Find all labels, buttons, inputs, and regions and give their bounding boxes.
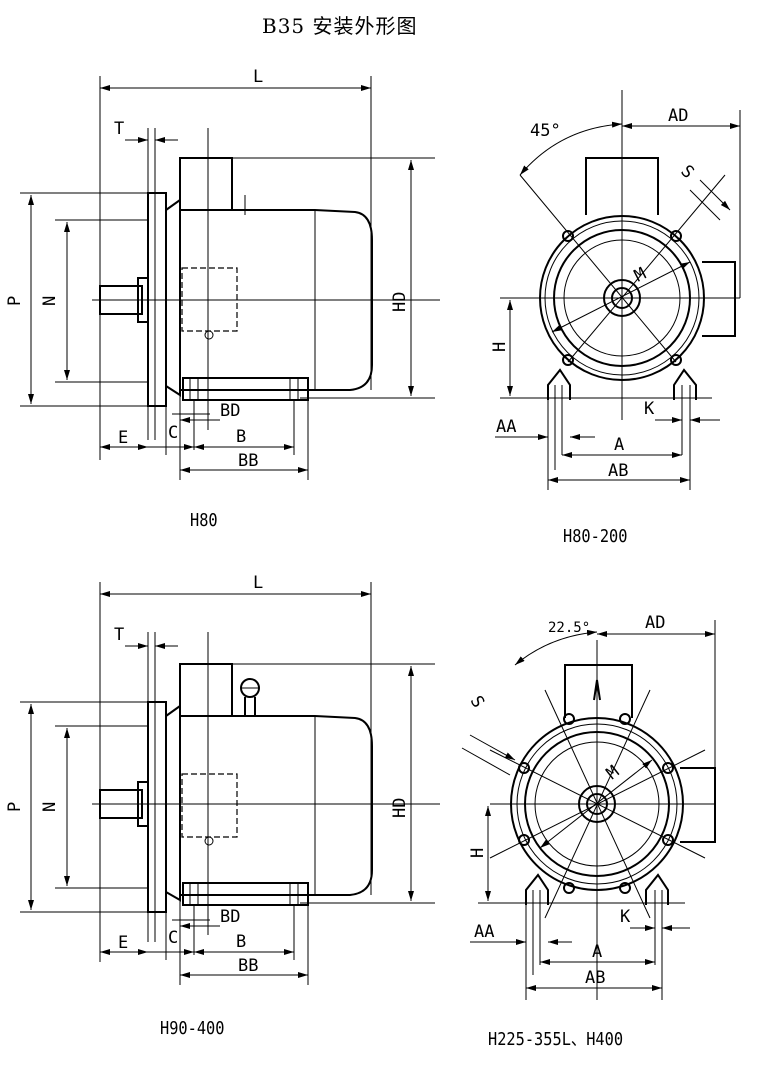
dim-label-BD: BD — [220, 907, 240, 927]
dim-label-BB: BB — [238, 451, 258, 471]
dim-label-AD: AD — [668, 106, 688, 126]
caption-side-top: H80 — [190, 510, 218, 531]
caption-front-bottom: H225-355L、H400 — [488, 1029, 624, 1050]
caption-front-top: H80-200 — [563, 526, 628, 547]
dim-label-K: K — [644, 399, 655, 419]
side-view-h80: L T HD P — [5, 67, 440, 480]
front-view-h80-200: M 45° AD S H AA K A AB — [490, 90, 741, 490]
dim-label-S: S — [466, 693, 488, 712]
dim-label-K: K — [620, 907, 631, 927]
dim-label-H: H — [490, 342, 510, 352]
dim-label-HD: HD — [390, 292, 410, 312]
dim-label-E: E — [118, 933, 128, 953]
dim-label-B: B — [236, 932, 246, 952]
dim-label-BD: BD — [220, 401, 240, 421]
dim-label-N: N — [40, 802, 60, 812]
dim-label-AA: AA — [474, 922, 494, 942]
dim-label-AB: AB — [608, 461, 628, 481]
dim-label-A: A — [592, 942, 602, 962]
dim-label-AD: AD — [645, 613, 665, 633]
dim-label-HD: HD — [390, 798, 410, 818]
dim-label-BB: BB — [238, 956, 258, 976]
dim-label-C: C — [168, 423, 178, 443]
dim-label-H: H — [468, 848, 488, 858]
dim-label-E: E — [118, 428, 128, 448]
dim-label-P: P — [5, 802, 25, 812]
dim-label-L: L — [253, 573, 263, 593]
dim-label-N: N — [40, 296, 60, 306]
dim-label-AB: AB — [585, 968, 605, 988]
front-view-h225-355l-h400: M 22.5° AD S H AA K A AB — [461, 613, 716, 1000]
caption-side-bottom: H90-400 — [160, 1018, 225, 1039]
dim-label-M: M — [603, 762, 623, 784]
page-title: B35 安装外形图 — [262, 14, 418, 38]
side-view-h90-400: L T HD P N — [5, 573, 440, 985]
dim-label-L: L — [253, 67, 263, 87]
dim-label-B: B — [236, 427, 246, 447]
dim-label-P: P — [5, 296, 25, 306]
dim-label-T: T — [114, 625, 124, 645]
dim-label-T: T — [114, 119, 124, 139]
dim-label-A: A — [614, 435, 624, 455]
dim-label-C: C — [168, 928, 178, 948]
angle-label: 45° — [530, 121, 561, 141]
dim-label-AA: AA — [496, 417, 516, 437]
angle-label: 22.5° — [548, 620, 590, 636]
dim-label-S: S — [676, 161, 697, 182]
